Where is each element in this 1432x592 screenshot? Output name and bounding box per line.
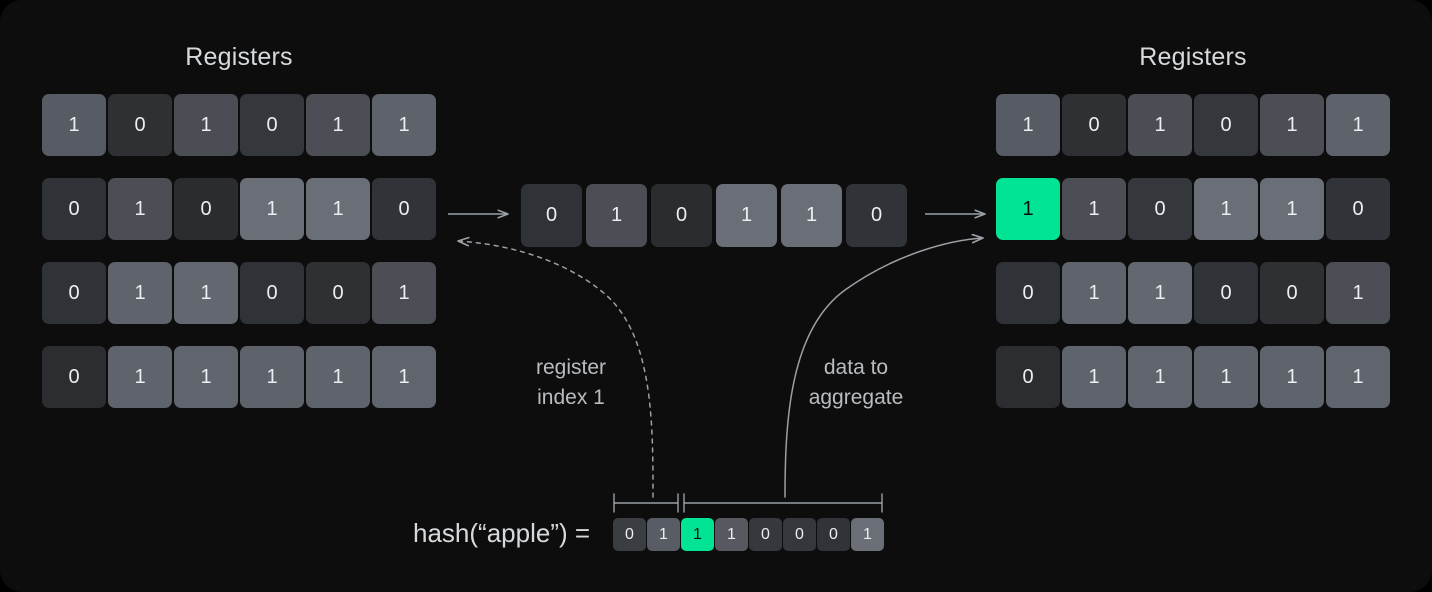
register-cell: 0	[1128, 178, 1192, 240]
register-cell: 1	[1194, 178, 1258, 240]
hash-bit: 0	[817, 518, 850, 551]
register-cell: 1	[240, 346, 304, 408]
register-cell: 1	[1326, 262, 1390, 324]
register-cell: 0	[306, 262, 370, 324]
selected-register-cell: 0	[521, 184, 582, 247]
register-cell: 0	[240, 94, 304, 156]
register-cell: 1	[306, 178, 370, 240]
register-cell: 1	[240, 178, 304, 240]
register-cell: 0	[1326, 178, 1390, 240]
register-cell: 1	[1062, 346, 1126, 408]
register-cell: 1	[1062, 178, 1126, 240]
left-registers-title: Registers	[185, 43, 293, 71]
hash-bit-highlighted: 1	[681, 518, 714, 551]
hash-bit: 0	[749, 518, 782, 551]
bracket-register-index	[613, 493, 679, 513]
register-cell: 1	[996, 94, 1060, 156]
register-cell: 1	[1128, 346, 1192, 408]
hash-expression-label: hash(“apple”) =	[413, 518, 591, 548]
register-cell: 0	[108, 94, 172, 156]
register-index-label: register index 1	[535, 356, 607, 409]
register-cell: 1	[1128, 262, 1192, 324]
register-cell: 1	[372, 94, 436, 156]
register-cell: 0	[240, 262, 304, 324]
register-cell: 0	[42, 178, 106, 240]
selected-register-cell: 0	[846, 184, 907, 247]
register-cell: 0	[1194, 94, 1258, 156]
register-cell: 1	[372, 346, 436, 408]
register-cell-highlighted: 1	[996, 178, 1060, 240]
register-cell: 1	[42, 94, 106, 156]
register-cell: 1	[174, 262, 238, 324]
register-cell: 1	[306, 346, 370, 408]
selected-register-cell: 1	[716, 184, 777, 247]
selected-register-cell: 1	[781, 184, 842, 247]
register-cell: 0	[1260, 262, 1324, 324]
data-to-aggregate-label: data to aggregate	[808, 356, 904, 409]
register-cell: 1	[108, 262, 172, 324]
register-cell: 1	[174, 94, 238, 156]
hash-bit: 1	[715, 518, 748, 551]
register-cell: 0	[174, 178, 238, 240]
register-cell: 1	[372, 262, 436, 324]
register-cell: 0	[372, 178, 436, 240]
register-cell: 1	[1260, 346, 1324, 408]
register-cell: 1	[108, 178, 172, 240]
register-cell: 1	[108, 346, 172, 408]
selected-register-cell: 1	[586, 184, 647, 247]
hash-bit: 0	[783, 518, 816, 551]
register-cell: 1	[174, 346, 238, 408]
register-cell: 1	[1194, 346, 1258, 408]
register-cell: 1	[1260, 94, 1324, 156]
hash-bit: 1	[647, 518, 680, 551]
register-cell: 0	[1062, 94, 1126, 156]
selected-register-cell: 0	[651, 184, 712, 247]
register-cell: 1	[1260, 178, 1324, 240]
register-cell: 1	[1326, 346, 1390, 408]
hash-bit: 0	[613, 518, 646, 551]
register-cell: 0	[1194, 262, 1258, 324]
register-cell: 1	[1062, 262, 1126, 324]
register-cell: 0	[996, 262, 1060, 324]
register-cell: 0	[996, 346, 1060, 408]
bracket-data-to-aggregate	[683, 493, 883, 513]
register-cell: 0	[42, 262, 106, 324]
hash-bit: 1	[851, 518, 884, 551]
register-cell: 1	[306, 94, 370, 156]
right-registers-title: Registers	[1139, 43, 1247, 71]
register-cell: 1	[1326, 94, 1390, 156]
register-cell: 0	[42, 346, 106, 408]
register-cell: 1	[1128, 94, 1192, 156]
